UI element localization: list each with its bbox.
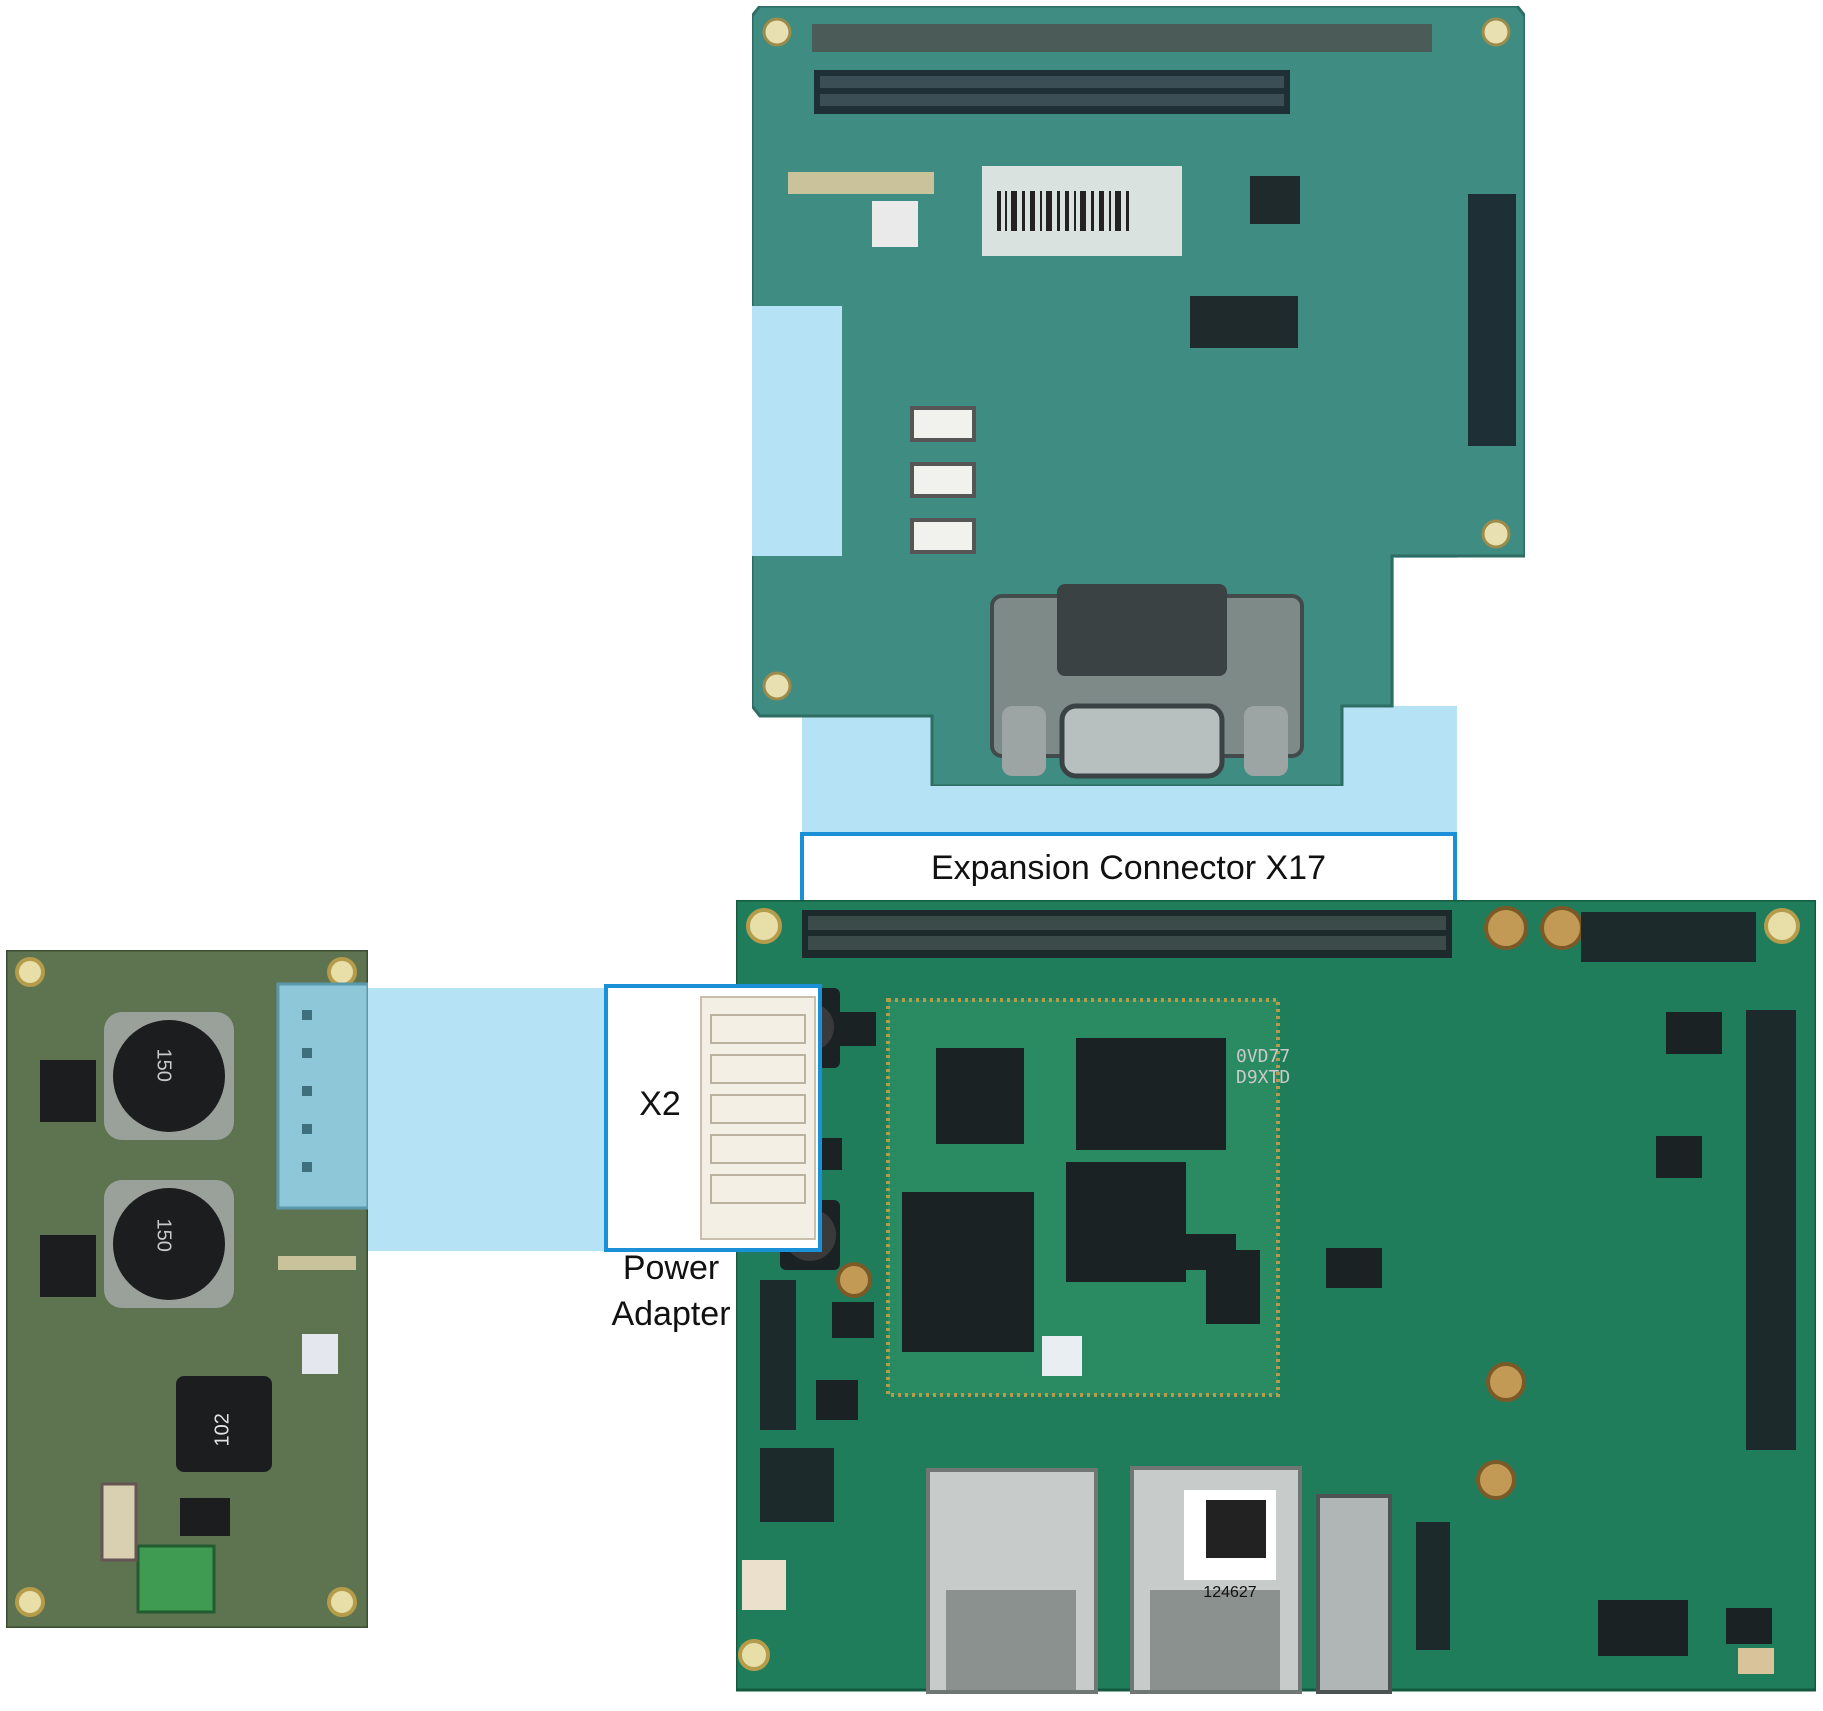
power-adapter-label: Power Adapter — [611, 1249, 731, 1333]
main-carrier-board — [736, 900, 1816, 1694]
qr-label-number: 124627 — [1203, 1584, 1257, 1601]
expansion-board — [752, 6, 1525, 786]
inductor-marking-bottom: 150 — [152, 1218, 175, 1252]
power-connector-x2 — [700, 996, 816, 1240]
inductor-marking-small: 102 — [211, 1413, 234, 1447]
flash-chip-marking: 0VD77 D9XTD — [1236, 1046, 1291, 1088]
expansion-connector-label: Expansion Connector X17 — [930, 849, 1327, 887]
inductor-marking-top: 150 — [152, 1048, 175, 1082]
x2-callout: X2 — [604, 984, 822, 1252]
power-adapter-board — [6, 950, 368, 1628]
x2-label: X2 — [639, 1085, 681, 1123]
